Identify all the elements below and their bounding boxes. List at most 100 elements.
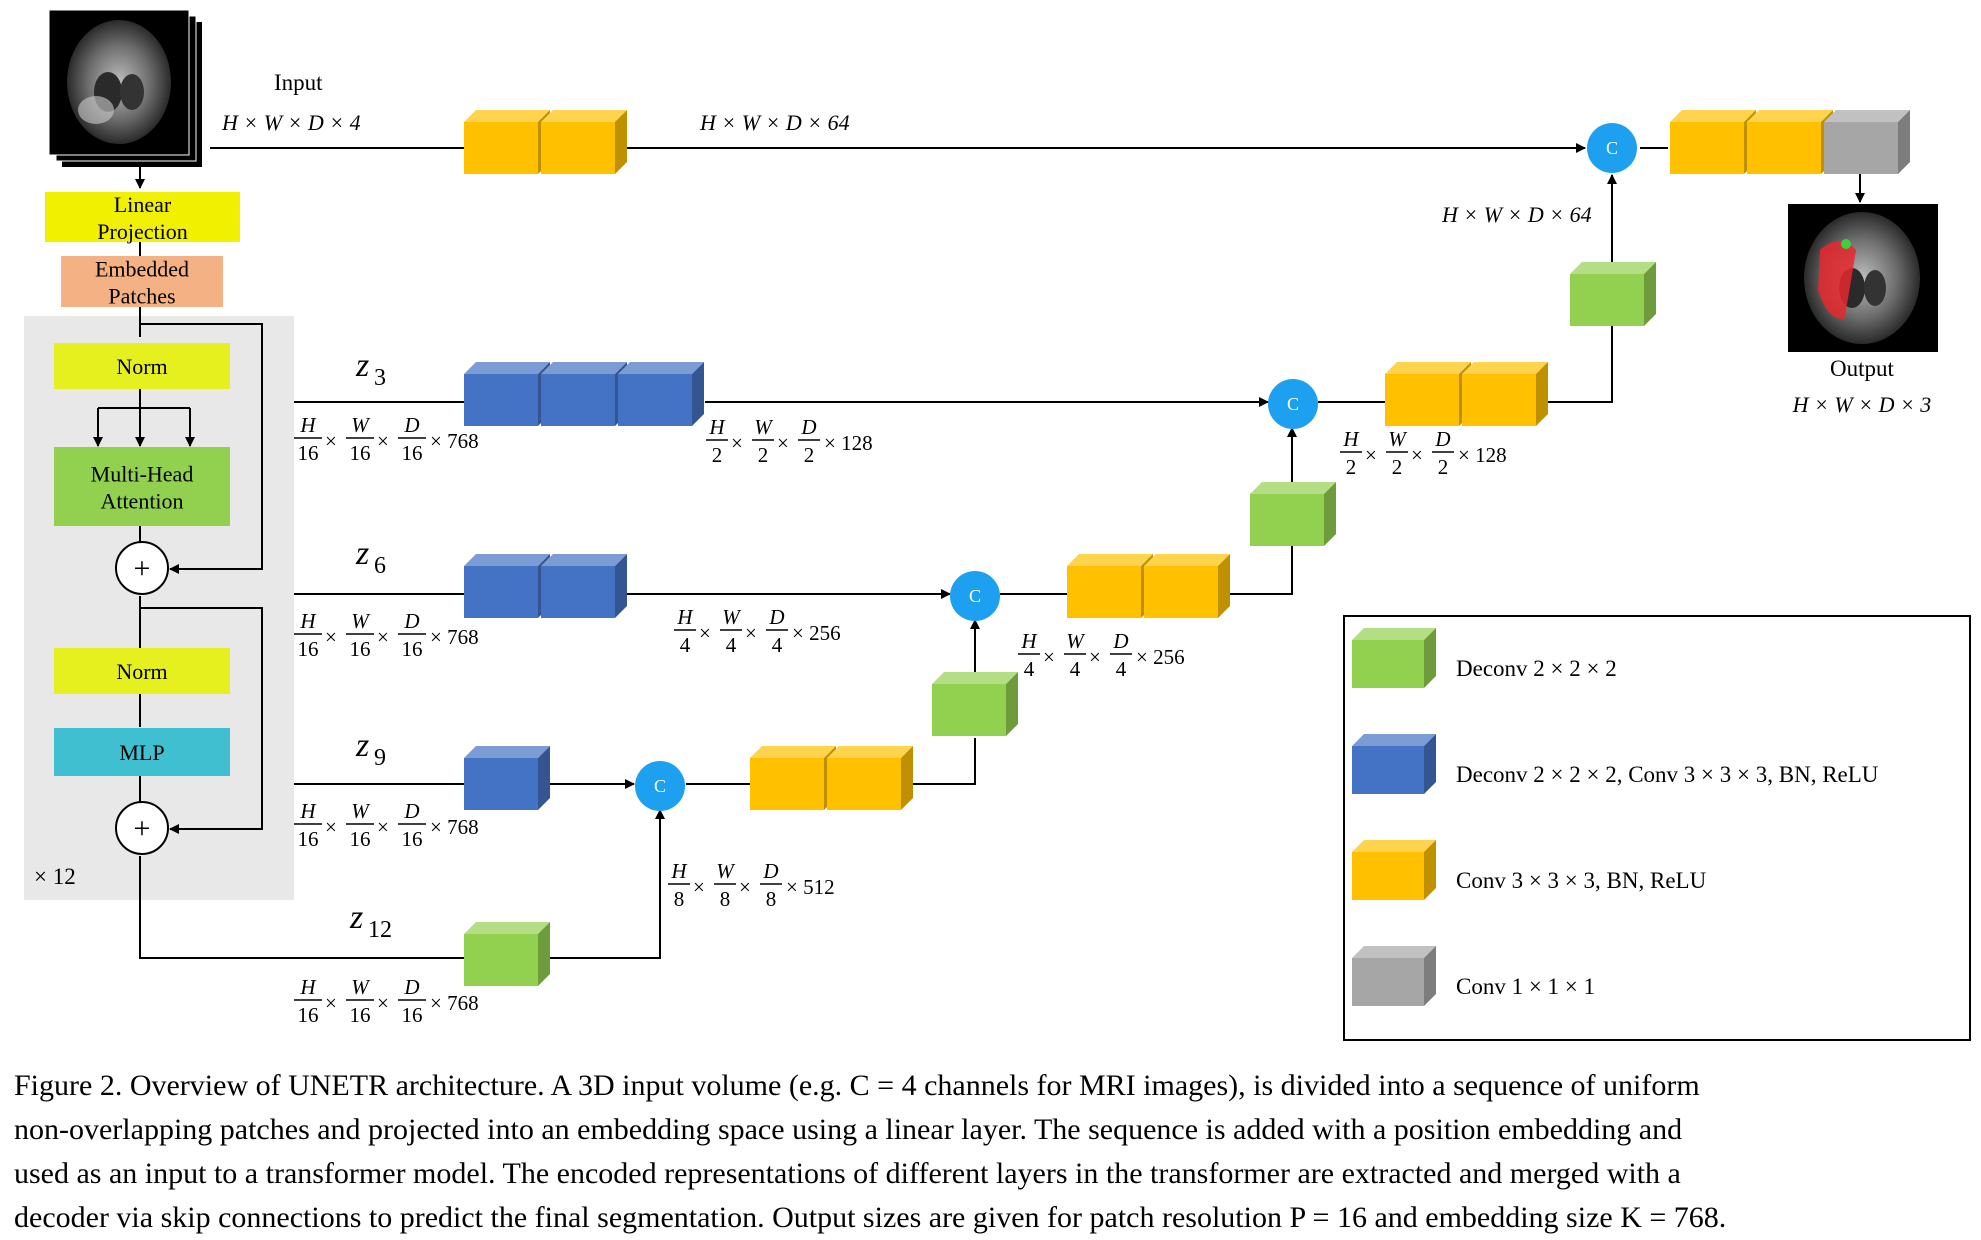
- z3-dims-den-2: 16: [402, 441, 423, 465]
- z12-label-z: z: [349, 899, 363, 936]
- z6-dims-num-0: H: [299, 609, 317, 633]
- residual-add-1-label: +: [134, 552, 151, 585]
- z6-dims-den-2: 16: [402, 637, 423, 661]
- z9-dims-den-0: 16: [298, 827, 319, 851]
- z12-dims-num-1: W: [351, 975, 371, 999]
- z12-dims-num-2: D: [403, 975, 419, 999]
- dec3-dims-num-0: H: [1020, 629, 1038, 653]
- z6-dims: H16×W16×D16× 768: [294, 609, 479, 661]
- linear-projection-block-label-2: Projection: [97, 219, 187, 244]
- z6-proj-dims-den-2: 4: [772, 633, 783, 657]
- dec3-dims-den-0: 4: [1024, 657, 1035, 681]
- norm-block-1-label: Norm: [116, 354, 167, 379]
- z3-block-3: [618, 362, 704, 426]
- z9-proj-dims-times-1: ×: [739, 875, 751, 899]
- z9-dims: H16×W16×D16× 768: [294, 799, 479, 851]
- z3-label-z: z: [355, 347, 369, 384]
- dec3-dims-tail: × 256: [1136, 645, 1185, 669]
- dec2-dims-num-1: W: [1388, 427, 1408, 451]
- residual-add-2-label: +: [134, 812, 151, 845]
- z9-proj-dims-num-0: H: [670, 859, 688, 883]
- z9-proj-dims-den-0: 8: [674, 887, 685, 911]
- legend-label-1: Deconv 2 × 2 × 2: [1456, 656, 1617, 681]
- z12-dims-num-0: H: [299, 975, 317, 999]
- mlp-block-label: MLP: [119, 740, 164, 765]
- final-conv-block-1: [1670, 110, 1756, 174]
- z12-path-line: [139, 809, 665, 959]
- z12-dims-times-0: ×: [325, 991, 337, 1015]
- z9-label-z: z: [355, 727, 369, 764]
- conv9-up-line: [910, 738, 976, 785]
- legend-swatch-4: [1352, 946, 1436, 1006]
- z3-proj-dims: H2×W2×D2× 128: [706, 415, 873, 467]
- z3-proj-dims-times-1: ×: [777, 431, 789, 455]
- z6-proj-dims-num-1: W: [722, 605, 742, 629]
- caption-line-1: Figure 2. Overview of UNETR architecture…: [14, 1069, 1700, 1102]
- z6-proj-dims: H4×W4×D4× 256: [674, 605, 841, 657]
- dec2-dims: H2×W2×D2× 128: [1340, 427, 1507, 479]
- dec2-dims-tail: × 128: [1458, 443, 1507, 467]
- final-conv-block-2: [1747, 110, 1833, 174]
- z9-proj-dims: H8×W8×D8× 512: [668, 859, 835, 911]
- z12-dims-den-1: 16: [350, 1003, 371, 1027]
- z12-dims-den-2: 16: [402, 1003, 423, 1027]
- z9-dims-num-0: H: [299, 799, 317, 823]
- residual-2-line: [140, 607, 263, 834]
- residual-1-line: [140, 323, 263, 574]
- multi-head-attention-block-label-1: Multi-Head: [91, 462, 194, 487]
- z12-label-sub: 12: [368, 917, 392, 943]
- mlp-block: MLP: [54, 728, 230, 776]
- z3-proj-dims-den-2: 2: [804, 443, 815, 467]
- z6-proj-dims-num-2: D: [768, 605, 784, 629]
- z3-dims-num-0: H: [299, 413, 317, 437]
- conv6-up-line: [1228, 546, 1293, 595]
- z9-proj-dims-num-2: D: [762, 859, 778, 883]
- concat-3: C: [950, 571, 1000, 621]
- legend-item-4: Conv 1 × 1 × 1: [1352, 946, 1595, 1006]
- z12-dims-times-1: ×: [377, 991, 389, 1015]
- input-conv-block-1: [464, 110, 550, 174]
- linear-projection-block-label-1: Linear: [114, 192, 172, 217]
- z3-proj-dims-den-1: 2: [758, 443, 769, 467]
- concat-3-label: C: [969, 586, 981, 606]
- z9-proj-dims-num-1: W: [716, 859, 736, 883]
- final-1x1-conv-block: [1824, 110, 1910, 174]
- input-mri-image: [48, 9, 202, 167]
- figure-caption: Figure 2. Overview of UNETR architecture…: [14, 1064, 1974, 1240]
- z6-proj-dims-den-0: 4: [680, 633, 691, 657]
- multi-head-attention-block-label-2: Attention: [100, 489, 183, 514]
- concat-1-label: C: [1606, 138, 1618, 158]
- z12-dims-den-0: 16: [298, 1003, 319, 1027]
- z3-dims: H16×W16×D16× 768: [294, 413, 479, 465]
- z3-proj-dims-tail: × 128: [824, 431, 873, 455]
- concat-2: C: [1268, 379, 1318, 429]
- z12-dims: H16×W16×D16× 768: [294, 975, 479, 1027]
- z12-deconv-block: [464, 922, 550, 986]
- z9-proj-dims-den-2: 8: [766, 887, 777, 911]
- concat-4-label: C: [654, 776, 666, 796]
- z3-dims-times-0: ×: [325, 429, 337, 453]
- caption-line-4: decoder via skip connections to predict …: [14, 1201, 1727, 1234]
- z3-dims-den-1: 16: [350, 441, 371, 465]
- z3-dims-tail: × 768: [430, 429, 479, 453]
- dec2-dims-den-0: 2: [1346, 455, 1357, 479]
- z9-proj-dims-times-0: ×: [693, 875, 705, 899]
- dec1-dims-label: H × W × D × 64: [1441, 202, 1592, 227]
- z9-label-sub: 9: [374, 745, 386, 771]
- norm-block-2: Norm: [54, 648, 230, 694]
- z6-dims-tail: × 768: [430, 625, 479, 649]
- z3-proj-dims-den-0: 2: [712, 443, 723, 467]
- dec2-dims-times-0: ×: [1365, 443, 1377, 467]
- input-label: Input: [274, 70, 323, 95]
- dec2-dims-num-0: H: [1342, 427, 1360, 451]
- z3-dims-num-2: D: [403, 413, 419, 437]
- dec2-dims-den-2: 2: [1438, 455, 1449, 479]
- embedded-patches-block-label-1: Embedded: [95, 257, 189, 282]
- z3-proj-dims-times-0: ×: [731, 431, 743, 455]
- z6-dims-num-1: W: [351, 609, 371, 633]
